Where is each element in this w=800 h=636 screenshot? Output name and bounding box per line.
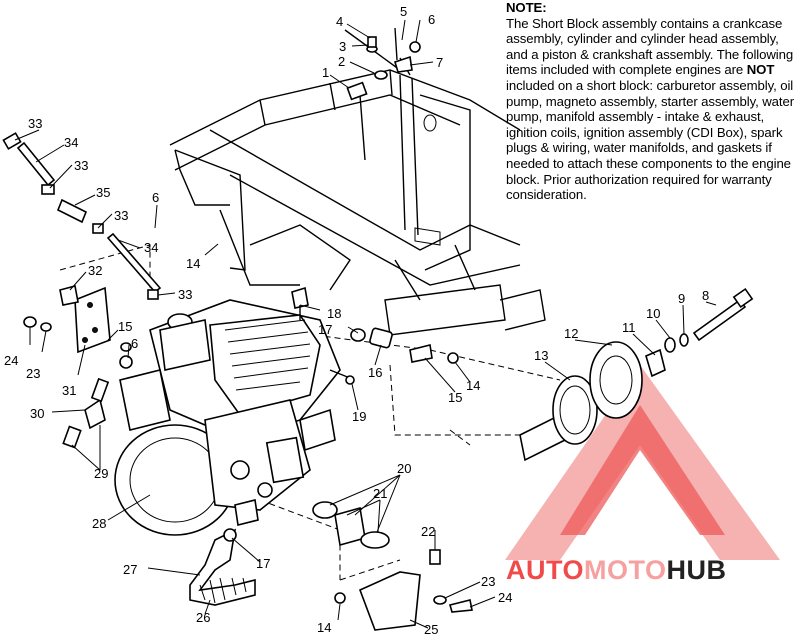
- callout-15b: 15: [448, 390, 462, 405]
- callout-24a: 24: [4, 353, 18, 368]
- callout-4: 4: [336, 14, 343, 29]
- hose-assembly: [2, 132, 162, 300]
- callout-14a: 14: [186, 256, 200, 271]
- callout-19: 19: [352, 409, 366, 424]
- engine-body: [114, 299, 341, 536]
- callout-3: 3: [339, 39, 346, 54]
- callout-26: 26: [196, 610, 210, 625]
- short-block-note: NOTE: The Short Block assembly contains …: [506, 0, 800, 203]
- note-title: NOTE:: [506, 0, 547, 15]
- callout-13: 13: [534, 348, 548, 363]
- callout-9: 9: [678, 291, 685, 306]
- callout-18: 18: [327, 306, 341, 321]
- frame-structure: [169, 29, 546, 336]
- callout-21: 21: [373, 486, 387, 501]
- callout-30: 30: [30, 406, 44, 421]
- callout-5: 5: [400, 4, 407, 19]
- callout-15a: 15: [118, 319, 132, 334]
- watermark-part-auto: AUTO: [506, 555, 585, 585]
- callout-6a: 6: [428, 12, 435, 27]
- callout-11: 11: [622, 320, 636, 335]
- callout-labels: 1 2 3 4 5 6 7 33 34 33 35 33 34 33 6 14 …: [4, 4, 709, 636]
- misc-parts: [291, 286, 473, 631]
- callout-20: 20: [397, 461, 411, 476]
- callout-7: 7: [436, 55, 443, 70]
- callout-6c: 6: [131, 336, 138, 351]
- callout-16: 16: [368, 365, 382, 380]
- note-text-after: included on a short block: carburetor as…: [506, 77, 794, 203]
- callout-6b: 6: [152, 190, 159, 205]
- callout-31: 31: [62, 383, 76, 398]
- callout-27: 27: [123, 562, 137, 577]
- callout-22: 22: [421, 524, 435, 539]
- top-hardware: [346, 27, 421, 101]
- callout-33c: 33: [114, 208, 128, 223]
- callout-28: 28: [92, 516, 106, 531]
- callout-17b: 17: [256, 556, 270, 571]
- pulley-assembly: [519, 287, 754, 462]
- callout-34b: 34: [144, 240, 158, 255]
- note-emphasis: NOT: [746, 62, 775, 78]
- watermark-part-hub: HUB: [666, 555, 727, 585]
- callout-29: 29: [94, 466, 108, 481]
- mount-bracket: [23, 285, 133, 449]
- callout-34a: 34: [64, 135, 78, 150]
- callout-32: 32: [88, 263, 102, 278]
- callout-14c: 14: [317, 620, 331, 635]
- callout-25: 25: [424, 622, 438, 636]
- callout-24b: 24: [498, 590, 512, 605]
- automotohub-watermark: AUTOMOTOHUB: [506, 555, 727, 586]
- callout-1: 1: [322, 65, 329, 80]
- leader-lines: [14, 19, 717, 629]
- note-text-before: The Short Block assembly contains a cran…: [506, 15, 794, 78]
- exhaust-pipe: [189, 528, 256, 606]
- callout-17a: 17: [318, 322, 332, 337]
- callout-12: 12: [564, 326, 578, 341]
- watermark-triangle: [505, 365, 780, 560]
- callout-33d: 33: [178, 287, 192, 302]
- callout-8: 8: [702, 288, 709, 303]
- callout-23a: 23: [26, 366, 40, 381]
- callout-33b: 33: [74, 158, 88, 173]
- callout-2: 2: [338, 54, 345, 69]
- callout-14b: 14: [466, 378, 480, 393]
- watermark-part-moto: MOTO: [584, 555, 667, 585]
- callout-10: 10: [646, 306, 660, 321]
- note-body: The Short Block assembly contains a cran…: [506, 16, 794, 203]
- callout-33a: 33: [28, 116, 42, 131]
- callout-23b: 23: [481, 574, 495, 589]
- callout-35: 35: [96, 185, 110, 200]
